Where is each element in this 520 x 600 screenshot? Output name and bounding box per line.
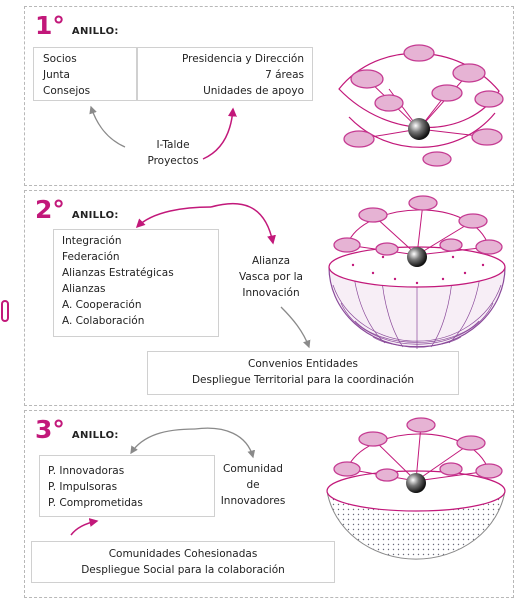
text-line: Alianza (251, 255, 291, 267)
list-item: Socios (43, 53, 77, 65)
text-line: Innovadores (220, 495, 286, 507)
arrow-to-alliance (210, 202, 276, 245)
list-item: Despliegue Social para la colaboración (81, 564, 285, 576)
arrow-to-people (130, 428, 196, 455)
list-item: P. Comprometidas (48, 497, 143, 509)
ring-3-people-box: P. Innovadoras P. Impulsoras P. Comprome… (39, 455, 215, 517)
arrow-to-communities (70, 518, 99, 536)
list-item: Consejos (43, 85, 91, 97)
ring-2-center-text: Alianza Vasca por la Innovación (223, 253, 319, 301)
list-item: Convenios Entidades (248, 358, 358, 370)
ring-1-management-box: Presidencia y Dirección 7 áreas Unidades… (137, 47, 313, 101)
list-item: A. Cooperación (62, 299, 142, 311)
ring-1-title: 1° ANILLO: (35, 11, 119, 40)
ring-2-alliances-box: Integración Federación Alianzas Estratég… (53, 229, 219, 337)
ring-2-agreements-box: Convenios Entidades Despliegue Territori… (147, 351, 459, 395)
list-item: P. Impulsoras (48, 481, 118, 493)
arrow-to-list (135, 206, 212, 229)
list-item: Comunidades Cohesionadas (108, 548, 258, 560)
ring-2-panel: 2° ANILLO: Integración Federación Alianz… (24, 190, 514, 406)
list-item: Despliegue Territorial para la coordinac… (191, 374, 415, 386)
ring-3-title: 3° ANILLO: (35, 415, 119, 444)
ring-3-number: 3° (35, 415, 65, 444)
ring-2-globe-graphic (328, 195, 506, 349)
ring-2-label: ANILLO: (71, 210, 119, 221)
arrow-to-members (89, 105, 126, 148)
ring-2-title: 2° ANILLO: (35, 195, 119, 224)
text-line: de (246, 479, 260, 491)
ring-1-network-graphic (338, 44, 504, 167)
arrow-to-community (194, 427, 256, 459)
ring-2-number: 2° (35, 195, 65, 224)
list-item: P. Innovadoras (48, 465, 125, 477)
list-item: I-Talde (156, 139, 190, 151)
ring-1-label: ANILLO: (71, 26, 119, 37)
list-item: Integración (62, 235, 122, 247)
ring-1-number: 1° (35, 11, 65, 40)
list-item: Presidencia y Dirección (182, 53, 304, 65)
list-item: Federación (62, 251, 120, 263)
list-item: Alianzas Estratégicas (62, 267, 174, 279)
list-item: 7 áreas (265, 69, 304, 81)
list-item: Unidades de apoyo (203, 85, 304, 97)
text-line: Innovación (242, 287, 300, 299)
arrow-to-agreements (280, 306, 311, 349)
ring-1-bottom-text: I-Talde Proyectos (123, 137, 223, 169)
text-line: Comunidad (223, 463, 283, 475)
ring-3-label: ANILLO: (71, 430, 119, 441)
ring-1-members-box: Socios Junta Consejos (33, 47, 137, 101)
list-item: A. Colaboración (62, 315, 145, 327)
text-line: Vasca por la (239, 271, 303, 283)
list-item: Junta (43, 69, 70, 81)
list-item: Alianzas (62, 283, 106, 295)
side-marker (1, 300, 9, 322)
ring-3-globe-graphic (326, 417, 506, 560)
ring-3-panel: 3° ANILLO: P. Innovadoras P. Impulsoras … (24, 410, 514, 598)
ring-1-panel: 1° ANILLO: Socios Junta Consejos Preside… (24, 6, 514, 186)
list-item: Proyectos (147, 155, 199, 167)
ring-3-center-text: Comunidad de Innovadores (205, 461, 301, 509)
ring-3-communities-box: Comunidades Cohesionadas Despliegue Soci… (31, 541, 335, 583)
